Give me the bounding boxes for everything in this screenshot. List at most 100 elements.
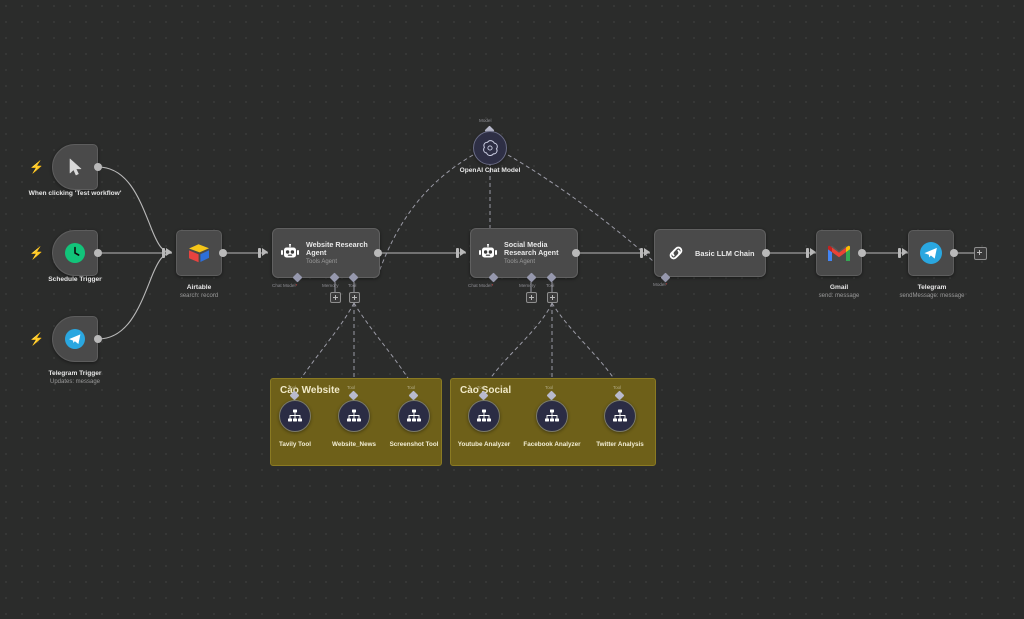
caption-airtable-subtitle: search: record [179, 293, 219, 300]
caption-telegram-trigger-subtitle: Updates: message [49, 379, 101, 386]
required-marker: * [491, 283, 494, 288]
robot-icon [477, 242, 499, 264]
subport-label-chat-model-social-agent: Chat Model* [468, 283, 493, 288]
add-memory-button-website-agent[interactable] [330, 292, 341, 303]
node-openai-chat-model[interactable] [473, 131, 507, 165]
caption-telegram-trigger-title: Telegram Trigger [48, 370, 102, 378]
add-memory-button-social-agent[interactable] [526, 292, 537, 303]
sitemap-icon [287, 409, 303, 423]
subport-label-text: Model [653, 282, 666, 287]
sticky-note-title: Cào Social [460, 385, 512, 396]
node-title-social-agent: Social Media Research Agent [504, 240, 559, 257]
input-port-social-agent-bar [456, 248, 459, 258]
input-port-social-agent[interactable] [460, 248, 466, 256]
sitemap-icon [612, 409, 628, 423]
node-subtitle-social-agent: Tools Agent [504, 258, 536, 265]
caption-openai-chat-model: OpenAI Chat Model [459, 167, 521, 174]
input-port-airtable[interactable] [166, 248, 172, 256]
node-manual-trigger[interactable] [52, 144, 98, 190]
output-port-basic-llm-chain[interactable] [762, 249, 770, 257]
chain-link-icon [665, 242, 687, 264]
required-marker: * [665, 282, 668, 287]
telegram-icon [53, 317, 97, 361]
node-screenshot-tool[interactable] [398, 400, 430, 432]
node-telegram-trigger[interactable] [52, 316, 98, 362]
port-label-openai-chat-model: Model [479, 118, 492, 123]
port-label-twitter-analysis: Tool [613, 385, 622, 390]
lightning-bolt-icon: ⚡ [29, 246, 44, 260]
input-port-basic-llm-chain[interactable] [644, 248, 650, 256]
subport-label-text: Chat Model [468, 283, 492, 288]
node-tavily-tool[interactable] [279, 400, 311, 432]
caption-telegram: Telegram sendMessage: message [884, 276, 980, 309]
sitemap-icon [346, 409, 362, 423]
input-port-telegram[interactable] [902, 248, 908, 256]
add-tool-button-website-agent[interactable] [349, 292, 360, 303]
node-twitter-analysis[interactable] [604, 400, 636, 432]
caption-manual-trigger: When clicking 'Test workflow' [28, 190, 122, 197]
output-port-telegram[interactable] [950, 249, 958, 257]
cursor-pointer-icon [53, 145, 97, 189]
input-port-airtable-bar [162, 248, 165, 258]
sitemap-icon [406, 409, 422, 423]
airtable-icon [177, 231, 221, 275]
caption-gmail-subtitle: send: message [818, 293, 860, 300]
caption-twitter-analysis: Twitter Analysis [596, 441, 644, 448]
output-port-manual-trigger[interactable] [94, 163, 102, 171]
node-facebook-analyzer[interactable] [536, 400, 568, 432]
node-basic-llm-chain[interactable]: Basic LLM Chain [654, 229, 766, 277]
caption-telegram-title: Telegram [917, 284, 947, 292]
input-port-basic-llm-chain-bar [640, 248, 643, 258]
caption-telegram-subtitle: sendMessage: message [899, 293, 965, 300]
output-port-schedule-trigger[interactable] [94, 249, 102, 257]
node-website-news-tool[interactable] [338, 400, 370, 432]
caption-youtube-analyzer: Youtube Analyzer [457, 441, 511, 448]
port-label-screenshot-tool: Tool [407, 385, 416, 390]
output-port-website-agent[interactable] [374, 249, 382, 257]
subport-label-text: Chat Model [272, 283, 296, 288]
port-label-youtube-analyzer: Tool [477, 385, 486, 390]
lightning-bolt-icon: ⚡ [29, 332, 44, 346]
sitemap-icon [544, 409, 560, 423]
caption-airtable: Airtable search: record [154, 276, 244, 309]
node-gmail[interactable] [816, 230, 862, 276]
output-port-airtable[interactable] [219, 249, 227, 257]
sticky-note-title: Cào Website [280, 385, 340, 396]
caption-gmail: Gmail send: message [794, 276, 884, 309]
node-airtable[interactable] [176, 230, 222, 276]
required-marker: * [295, 283, 298, 288]
gmail-icon [817, 231, 861, 275]
caption-tavily-tool: Tavily Tool [279, 441, 311, 448]
output-port-social-agent[interactable] [572, 249, 580, 257]
node-youtube-analyzer[interactable] [468, 400, 500, 432]
node-title-basic-llm-chain: Basic LLM Chain [695, 248, 755, 258]
node-title-website-agent: Website Research Agent [306, 240, 368, 257]
robot-icon [279, 242, 301, 264]
subport-label-memory-social-agent: Memory [519, 283, 536, 288]
caption-website-news-tool: Website_News [332, 441, 376, 448]
node-social-media-research-agent[interactable]: Social Media Research Agent Tools Agent [470, 228, 578, 278]
port-label-website-news-tool: Tool [347, 385, 356, 390]
subport-label-chat-model-website-agent: Chat Model* [272, 283, 297, 288]
caption-facebook-analyzer: Facebook Analyzer [523, 441, 581, 448]
node-telegram[interactable] [908, 230, 954, 276]
clock-icon [53, 231, 97, 275]
input-port-gmail[interactable] [810, 248, 816, 256]
output-port-gmail[interactable] [858, 249, 866, 257]
output-port-telegram-trigger[interactable] [94, 335, 102, 343]
node-website-research-agent[interactable]: Website Research Agent Tools Agent [272, 228, 380, 278]
caption-screenshot-tool: Screenshot Tool [389, 441, 439, 448]
node-schedule-trigger[interactable] [52, 230, 98, 276]
caption-gmail-title: Gmail [829, 284, 849, 292]
input-port-website-agent[interactable] [262, 248, 268, 256]
subport-label-memory-website-agent: Memory [322, 283, 339, 288]
openai-icon [481, 139, 499, 157]
lightning-bolt-icon: ⚡ [29, 160, 44, 174]
add-tool-button-social-agent[interactable] [547, 292, 558, 303]
node-subtitle-website-agent: Tools Agent [306, 258, 338, 265]
add-node-button[interactable] [974, 247, 987, 260]
input-port-gmail-bar [806, 248, 809, 258]
subport-label-tool-website-agent: Tool [348, 283, 357, 288]
